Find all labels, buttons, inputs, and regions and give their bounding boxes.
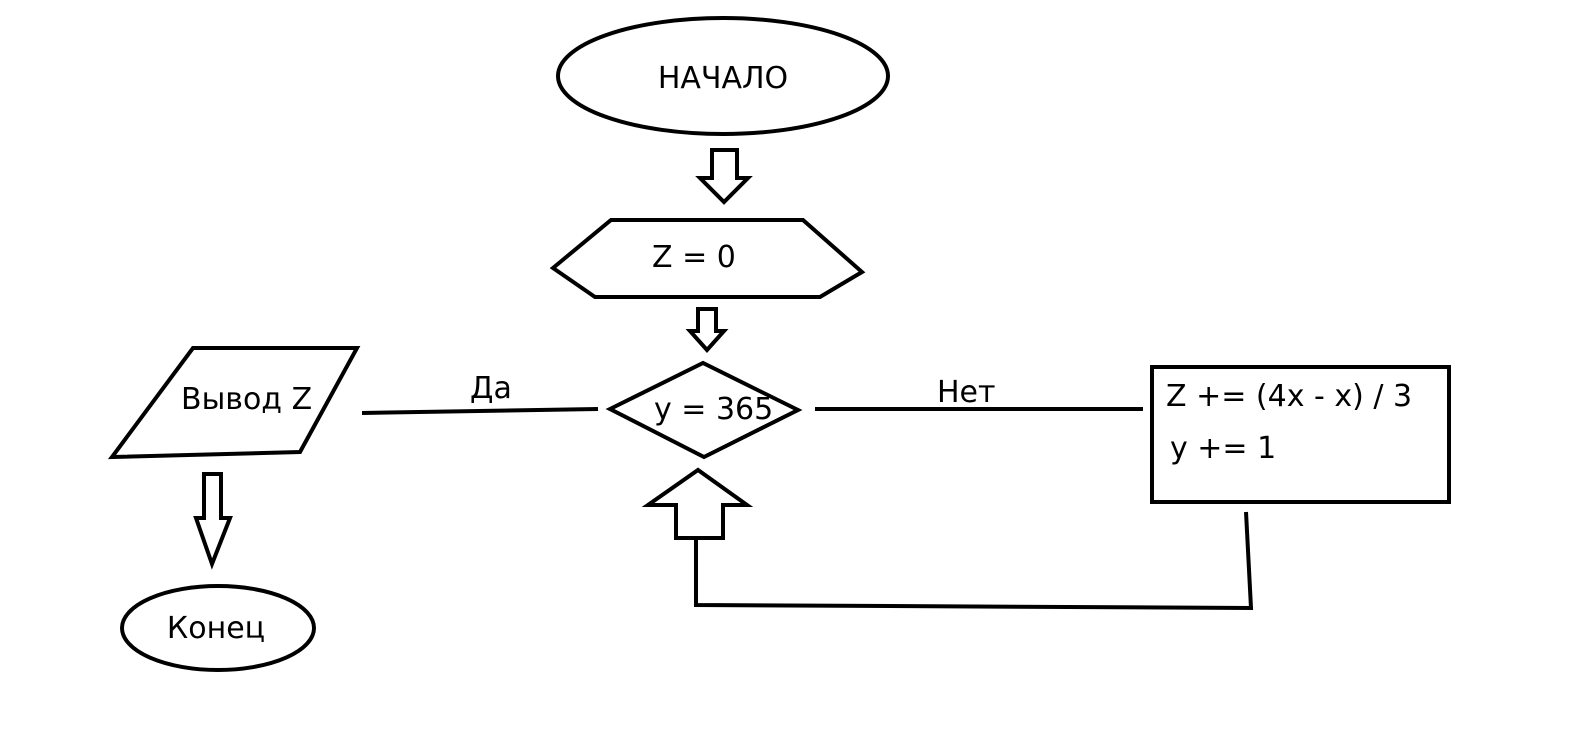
output-node: Вывод Z — [107, 346, 361, 460]
output-parallelogram — [107, 346, 361, 460]
end-ellipse — [120, 584, 316, 672]
no-label: Нет — [937, 375, 996, 410]
init-node: Z = 0 — [549, 218, 866, 299]
init-hexagon — [549, 218, 866, 299]
start-node: НАЧАЛО — [556, 16, 890, 136]
start-ellipse — [556, 16, 890, 136]
arrow-start-to-init — [695, 148, 753, 205]
condition-node: y = 365 — [605, 360, 803, 460]
arrow-output-to-end — [193, 472, 233, 570]
output-label: Вывод Z — [181, 382, 312, 417]
condition-diamond — [605, 360, 803, 460]
yes-label: Да — [470, 371, 512, 406]
condition-label: y = 365 — [654, 392, 773, 427]
init-label: Z = 0 — [652, 240, 736, 275]
process-node: Z += (4x - x) / 3 y += 1 — [1150, 365, 1451, 504]
end-label: Конец — [167, 611, 265, 646]
process-line-1: Z += (4x - x) / 3 — [1166, 379, 1412, 414]
start-label: НАЧАЛО — [658, 61, 788, 96]
yes-connector — [361, 407, 599, 415]
arrow-init-to-condition — [685, 307, 729, 353]
process-box — [1150, 365, 1451, 504]
arrow-loop-to-condition — [641, 467, 754, 540]
end-node: Конец — [120, 584, 316, 672]
loop-back-connector — [694, 511, 1254, 611]
process-line-2: y += 1 — [1170, 431, 1276, 466]
